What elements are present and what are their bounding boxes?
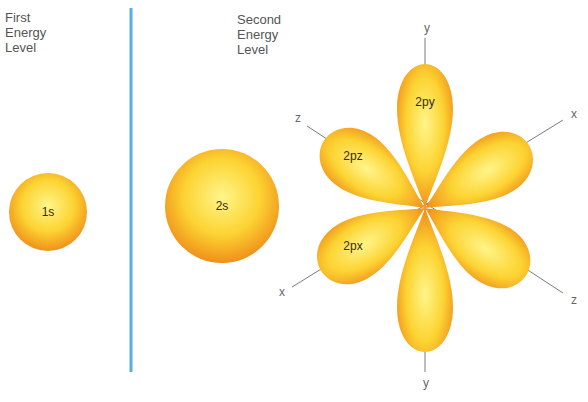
- level-heading: Second Energy Level: [237, 12, 299, 57]
- orbital-label: 1s: [42, 205, 55, 219]
- axis-label: y: [424, 21, 430, 35]
- axis-label: z: [571, 293, 577, 307]
- axis-label: x: [279, 285, 285, 299]
- orbital-2px: 2px: [303, 204, 427, 304]
- level-heading: First Energy Level: [5, 10, 65, 55]
- orbital-label: 2px: [343, 239, 362, 253]
- axis-label: z: [295, 111, 301, 125]
- axis-label: y: [423, 376, 429, 390]
- axis-label: x: [571, 107, 577, 121]
- orbital-label: 2py: [415, 95, 434, 109]
- orbital-shape: [303, 110, 427, 212]
- orbital-2s: 2s: [164, 148, 280, 264]
- orbital-shape: [303, 204, 427, 304]
- orbital-label: 2pz: [343, 149, 362, 163]
- orbital-label: 2s: [216, 199, 229, 213]
- orbital-1s: 1s: [8, 172, 88, 252]
- orbital-2pz: 2pz: [303, 110, 427, 212]
- divider-line: [130, 8, 133, 372]
